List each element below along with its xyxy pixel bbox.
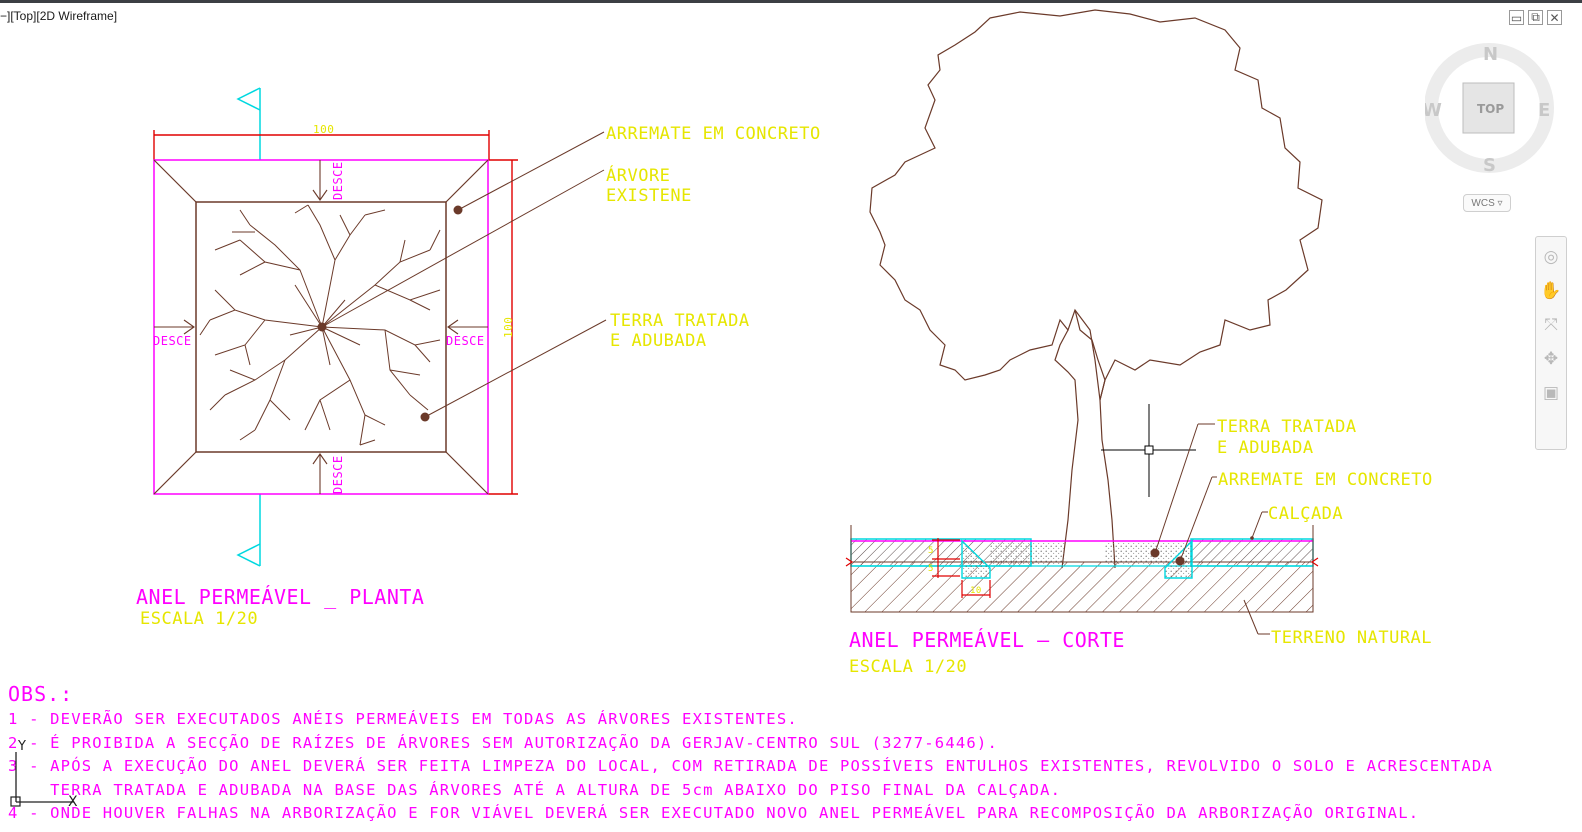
- plan-label-arvore-1: ÁRVORE: [606, 164, 670, 186]
- viewcube-east: E: [1538, 100, 1550, 121]
- app-top-bar: [0, 0, 1582, 3]
- note-line-1: 1 - DEVERÃO SER EXECUTADOS ANÉIS PERMEÁV…: [8, 710, 798, 728]
- note-line-4: 4 - ONDE HOUVER FALHAS NA ARBORIZAÇÃO E …: [8, 804, 1420, 822]
- ucs-y-label: Y: [17, 739, 26, 754]
- plan-label-terra-1: TERRA TRATADA: [610, 311, 750, 331]
- viewcube-graphic: N S W E TOP: [1422, 43, 1554, 176]
- section-label-terra-2: E ADUBADA: [1217, 438, 1314, 458]
- viewcube-south: S: [1483, 155, 1496, 176]
- section-dim-10: 10: [970, 586, 982, 596]
- section-label-terreno: TERRENO NATURAL: [1271, 628, 1432, 648]
- notes-title: OBS.:: [8, 682, 74, 706]
- restore-button[interactable]: ⧉: [1528, 10, 1543, 25]
- viewcube-west: W: [1425, 100, 1442, 121]
- orbit-icon[interactable]: ✥: [1543, 349, 1559, 369]
- plan-label-arremate: ARREMATE EM CONCRETO: [606, 124, 821, 144]
- ucs-x-label: X: [68, 794, 78, 810]
- wcs-menu[interactable]: WCS ▿: [1463, 194, 1511, 212]
- minimize-button[interactable]: ▭: [1509, 10, 1524, 25]
- showmotion-icon[interactable]: ▣: [1542, 383, 1560, 403]
- note-line-3: 3 - APÓS A EXECUÇÃO DO ANEL DEVERÁ SER F…: [8, 757, 1493, 775]
- plan-scale: ESCALA 1/20: [140, 609, 258, 629]
- section-label-calcada: CALÇADA: [1268, 504, 1343, 524]
- pan-icon[interactable]: ✋: [1540, 281, 1562, 301]
- plan-view: 100 100 DESCE DESCE DESCE DESCE: [136, 87, 821, 629]
- ucs-icon: Y X: [10, 739, 78, 810]
- section-label-arremate: ARREMATE EM CONCRETO: [1218, 470, 1433, 490]
- plan-desce-top: DESCE: [331, 161, 345, 200]
- plan-title: ANEL PERMEÁVEL _ PLANTA: [136, 585, 424, 609]
- note-line-3b: TERRA TRATADA E ADUBADA NA BASE DAS ÁRVO…: [8, 780, 1062, 799]
- section-label-terra-1: TERRA TRATADA: [1217, 417, 1357, 437]
- viewcube[interactable]: N S W E TOP: [1422, 40, 1555, 180]
- section-scale: ESCALA 1/20: [849, 657, 967, 677]
- tree-trunk-outline: [1054, 309, 1116, 569]
- section-title: ANEL PERMEÁVEL — CORTE: [849, 628, 1125, 652]
- plan-label-arvore-2: EXISTENE: [606, 186, 692, 206]
- plan-dimension-top: 100: [313, 123, 334, 136]
- note-line-2: 2 - É PROIBIDA A SECÇÃO DE RAÍZES DE ÁRV…: [8, 733, 998, 752]
- plan-desce-left: DESCE: [153, 334, 192, 348]
- section-dim-5-b: 5: [928, 564, 934, 574]
- plan-dimension-right: 100: [502, 317, 515, 338]
- plan-desce-right: DESCE: [446, 334, 485, 348]
- tree-plan-symbol: [199, 204, 441, 446]
- viewport-window-controls: ▭ ⧉ ✕: [1509, 10, 1562, 25]
- viewcube-face-top: TOP: [1477, 102, 1504, 116]
- plan-desce-bottom: DESCE: [331, 455, 345, 494]
- navigation-bar: ◎ ✋ ⤧ ✥ ▣: [1535, 236, 1567, 450]
- viewport-controls-label[interactable]: −][Top][2D Wireframe]: [0, 9, 118, 23]
- tree-canopy-outline: [869, 9, 1323, 401]
- close-button[interactable]: ✕: [1547, 10, 1562, 25]
- notes-block: OBS.: 1 - DEVERÃO SER EXECUTADOS ANÉIS P…: [8, 680, 1568, 826]
- section-view: 5 5 10 TERRA TRATADA E ADUBADA ARREMATE …: [845, 9, 1433, 677]
- section-dim-5-a: 5: [928, 546, 934, 556]
- steering-wheel-icon[interactable]: ◎: [1543, 247, 1559, 267]
- viewcube-north: N: [1483, 44, 1498, 65]
- plan-label-terra-2: E ADUBADA: [610, 331, 707, 351]
- zoom-icon[interactable]: ⤧: [1544, 315, 1558, 335]
